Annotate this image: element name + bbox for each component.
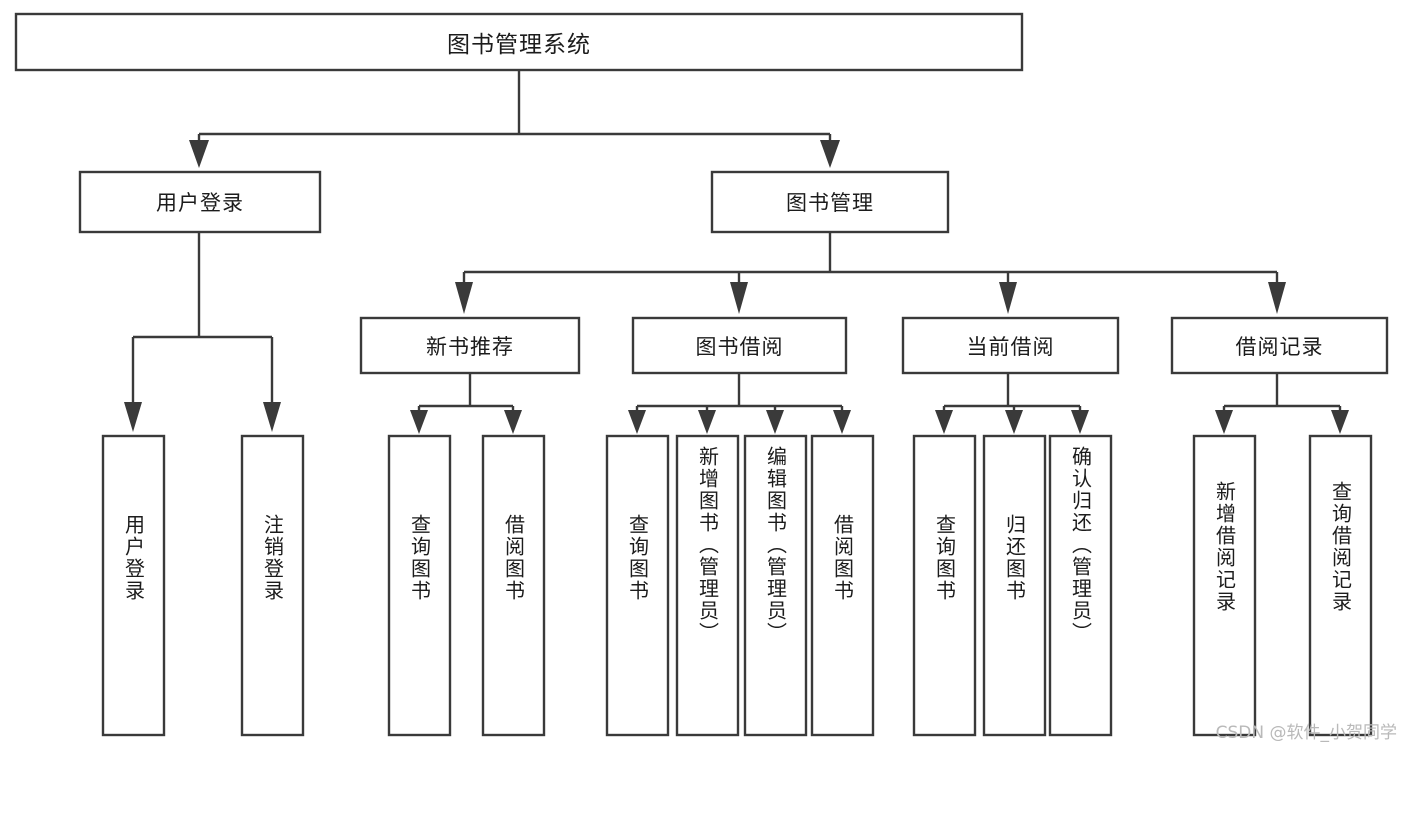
arrow-head-user-login [189, 140, 209, 168]
node-box-current-borrow[interactable] [901, 316, 1120, 375]
node-box-nbr-query-book[interactable] [387, 434, 452, 737]
connector-group-book-borrow [628, 373, 851, 434]
arrow-head-new-book-recommend [455, 282, 473, 314]
arrow-head-book-manage [820, 140, 840, 168]
arrow-head-user-logout [263, 402, 281, 432]
node-box-bb-add-book[interactable] [675, 434, 740, 737]
node-box-user-login[interactable] [78, 170, 322, 234]
node-box-cb-return-book[interactable] [982, 434, 1047, 737]
node-box-book-borrow[interactable] [631, 316, 848, 375]
connector-group-root [189, 70, 840, 168]
node-box-new-book-recommend[interactable] [359, 316, 581, 375]
watermark: CSDN @软件_小贺同学 [1215, 723, 1397, 743]
arrow-head-br-query-record [1331, 410, 1349, 434]
node-box-nbr-borrow-book[interactable] [481, 434, 546, 737]
arrow-head-bb-query-book [628, 410, 646, 434]
arrow-head-cb-confirm-return [1071, 410, 1089, 434]
arrow-head-bb-add-book [698, 410, 716, 434]
connector-group-current-borrow [935, 373, 1089, 434]
arrow-head-borrow-record [1268, 282, 1286, 314]
node-box-root[interactable] [14, 12, 1024, 72]
node-box-cb-confirm-return[interactable] [1048, 434, 1113, 737]
node-box-bb-borrow-book[interactable] [810, 434, 875, 737]
diagram-canvas: 图书管理系统 用户登录 图书管理 新书推荐 图书借阅 当前借阅 借阅记录 用户登… [14, 12, 1397, 743]
node-box-br-query-record[interactable] [1308, 434, 1373, 737]
arrow-head-book-borrow [730, 282, 748, 314]
tree-diagram-svg [14, 12, 1389, 737]
node-box-bb-query-book[interactable] [605, 434, 670, 737]
arrow-head-cb-return-book [1005, 410, 1023, 434]
connector-group-new-book-recommend [410, 373, 522, 434]
node-box-borrow-record[interactable] [1170, 316, 1389, 375]
connector-group-user-login [124, 232, 281, 432]
arrow-head-user-login-do [124, 402, 142, 432]
node-box-br-add-record[interactable] [1192, 434, 1257, 737]
arrow-head-current-borrow [999, 282, 1017, 314]
node-box-bb-edit-book[interactable] [743, 434, 808, 737]
arrow-head-cb-query-book [935, 410, 953, 434]
node-box-cb-query-book[interactable] [912, 434, 977, 737]
node-box-user-logout[interactable] [240, 434, 305, 737]
node-box-user-login-do[interactable] [101, 434, 166, 737]
arrow-head-nbr-query-book [410, 410, 428, 434]
connector-group-borrow-record [1215, 373, 1349, 434]
arrow-head-bb-edit-book [766, 410, 784, 434]
arrow-head-bb-borrow-book [833, 410, 851, 434]
node-box-book-manage[interactable] [710, 170, 950, 234]
arrow-head-nbr-borrow-book [504, 410, 522, 434]
arrow-head-br-add-record [1215, 410, 1233, 434]
connector-group-book-manage [455, 232, 1286, 314]
